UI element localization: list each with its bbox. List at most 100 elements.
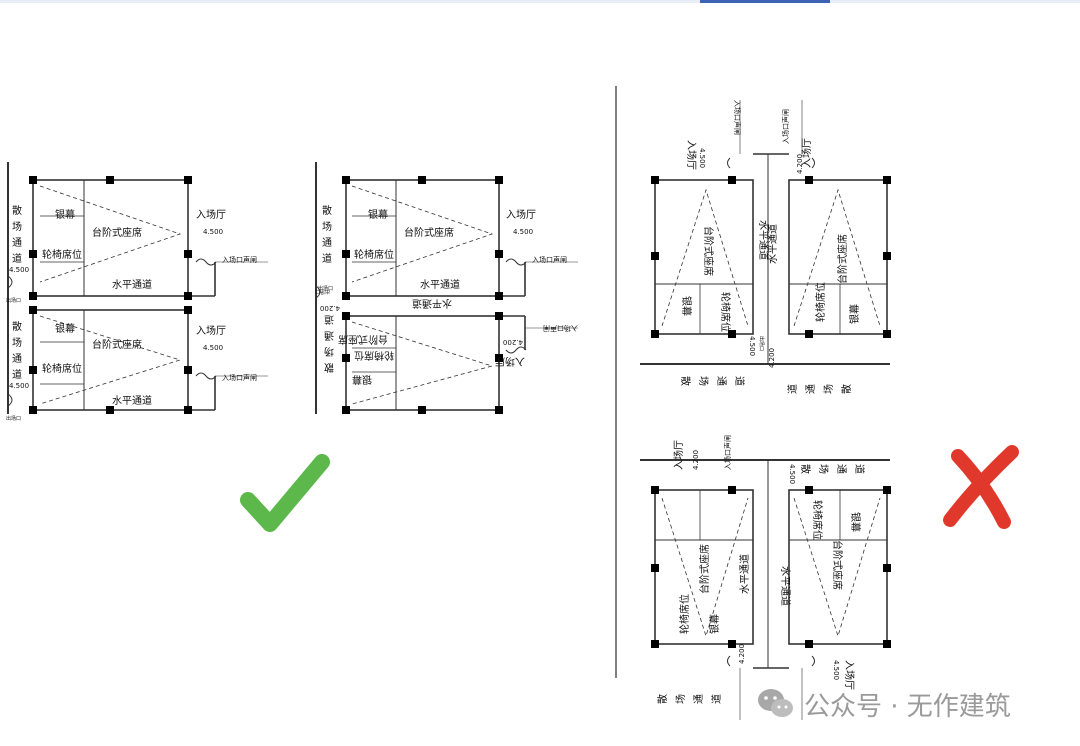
- svg-text:场: 场: [322, 220, 332, 233]
- svg-text:台阶式座席: 台阶式座席: [92, 338, 142, 351]
- plan-c-columns: [651, 176, 891, 338]
- svg-text:银幕: 银幕: [849, 512, 862, 532]
- svg-text:入场厅: 入场厅: [495, 355, 525, 368]
- svg-text:入场厅: 入场厅: [685, 140, 698, 170]
- svg-text:出场口: 出场口: [758, 336, 765, 351]
- check-mark-icon: [240, 454, 330, 532]
- plan-a-columns: [29, 176, 192, 414]
- plan-a-labels: 散 场 通 道 4.500 出场口 银幕 台阶式座席 轮椅席位 入场厅 4.50…: [6, 204, 257, 422]
- svg-text:4.500: 4.500: [203, 344, 223, 352]
- svg-text:台阶式座席: 台阶式座席: [404, 226, 454, 239]
- svg-text:通: 通: [322, 237, 332, 249]
- top-bar: [0, 0, 1080, 3]
- svg-text:出场口: 出场口: [318, 285, 333, 292]
- svg-text:通: 通: [805, 384, 817, 394]
- svg-text:轮椅席位: 轮椅席位: [42, 248, 82, 261]
- svg-text:轮椅席位: 轮椅席位: [354, 349, 394, 362]
- svg-text:入场口声闸: 入场口声闸: [733, 100, 742, 135]
- watermark: 公众号 · 无作建筑: [756, 684, 1011, 724]
- cross-mark-icon: [943, 445, 1019, 529]
- svg-text:场: 场: [324, 345, 334, 358]
- svg-text:入场口声闸: 入场口声闸: [723, 435, 732, 470]
- svg-text:银幕: 银幕: [55, 208, 75, 221]
- svg-text:水平通道: 水平通道: [112, 394, 152, 407]
- svg-text:台阶式座席: 台阶式座席: [92, 226, 142, 239]
- plan-b-columns: [342, 176, 503, 414]
- svg-text:入场口声闸: 入场口声闸: [222, 373, 257, 382]
- svg-text:通: 通: [693, 694, 705, 704]
- svg-text:银幕: 银幕: [352, 373, 372, 386]
- svg-text:场: 场: [697, 376, 710, 386]
- svg-text:4.200: 4.200: [692, 450, 700, 470]
- svg-text:轮椅席位: 轮椅席位: [678, 594, 691, 634]
- svg-text:水平通道: 水平通道: [412, 297, 452, 310]
- svg-text:散: 散: [656, 694, 669, 704]
- svg-text:道: 道: [786, 384, 799, 394]
- svg-text:4.500: 4.500: [698, 148, 706, 168]
- plan-c-labels: 台阶式座席 银幕 轮椅席位 水平通道 入场厅 4.500 入场口声闸 散 场 通…: [679, 100, 861, 394]
- svg-text:4.200: 4.200: [738, 644, 746, 664]
- svg-text:入场厅: 入场厅: [506, 208, 536, 221]
- svg-text:4.500: 4.500: [748, 336, 756, 356]
- svg-text:水平通道: 水平通道: [112, 278, 152, 291]
- svg-text:场: 场: [822, 384, 835, 394]
- svg-text:4.500: 4.500: [788, 464, 796, 484]
- svg-text:通: 通: [324, 329, 334, 341]
- svg-text:出场口: 出场口: [6, 415, 21, 422]
- watermark-text: 公众号 · 无作建筑: [804, 691, 1011, 722]
- svg-text:入场厅: 入场厅: [196, 208, 226, 221]
- svg-text:4.500: 4.500: [203, 228, 223, 236]
- svg-text:入场厅: 入场厅: [672, 440, 685, 470]
- svg-text:水平通道: 水平通道: [738, 554, 751, 594]
- svg-text:水平通道: 水平通道: [779, 566, 792, 606]
- svg-text:散: 散: [12, 204, 22, 217]
- svg-text:4.200: 4.200: [320, 304, 340, 312]
- svg-text:道: 道: [324, 313, 334, 326]
- svg-text:散: 散: [12, 320, 22, 333]
- svg-text:散: 散: [322, 204, 332, 217]
- svg-text:场: 场: [817, 464, 830, 474]
- svg-text:入场口声闸: 入场口声闸: [222, 255, 257, 264]
- wechat-icon: [758, 689, 793, 717]
- svg-text:散: 散: [840, 384, 853, 394]
- svg-text:出场口: 出场口: [6, 297, 21, 304]
- svg-text:通: 通: [12, 237, 22, 249]
- svg-text:散: 散: [324, 361, 334, 374]
- svg-text:水平通道: 水平通道: [757, 220, 770, 260]
- svg-text:入场厅: 入场厅: [843, 660, 856, 690]
- svg-text:散: 散: [679, 376, 692, 386]
- svg-text:4.200: 4.200: [768, 348, 776, 368]
- svg-text:道: 道: [733, 376, 746, 386]
- plan-d-labels: 台阶式座席 银幕 轮椅席位 水平通道 散 场 通 道 4.200 入场厅 4.2…: [656, 435, 866, 704]
- svg-text:入场口声闸: 入场口声闸: [781, 109, 790, 144]
- top-bar-accent: [700, 0, 830, 3]
- svg-text:入场口声闸: 入场口声闸: [532, 255, 567, 264]
- svg-text:4.500: 4.500: [9, 382, 29, 390]
- svg-text:银幕: 银幕: [55, 322, 75, 335]
- svg-text:轮椅席位: 轮椅席位: [42, 362, 82, 375]
- svg-text:银幕: 银幕: [680, 296, 693, 316]
- svg-text:4.200: 4.200: [796, 154, 804, 174]
- svg-text:轮椅席位: 轮椅席位: [811, 500, 824, 540]
- svg-text:入场口声闸: 入场口声闸: [543, 324, 578, 333]
- svg-text:出场口: 出场口: [315, 288, 330, 295]
- svg-text:轮椅席位: 轮椅席位: [814, 282, 827, 322]
- svg-text:通: 通: [835, 464, 847, 474]
- svg-text:水平通道: 水平通道: [766, 224, 779, 264]
- svg-text:银幕: 银幕: [708, 614, 721, 634]
- svg-text:台阶式座席: 台阶式座席: [836, 234, 849, 284]
- svg-text:4.500: 4.500: [832, 660, 840, 680]
- svg-text:银幕: 银幕: [848, 304, 861, 324]
- svg-text:道: 道: [710, 694, 723, 704]
- svg-text:场: 场: [12, 336, 22, 349]
- svg-text:4.200: 4.200: [503, 338, 523, 346]
- plan-d-columns: [651, 486, 891, 648]
- svg-text:台阶式座席: 台阶式座席: [702, 226, 715, 276]
- svg-text:散: 散: [799, 464, 812, 474]
- plan-b-labels: 散 场 通 道 出场口 银幕 台阶式座席 轮椅席位 入场厅 4.500 入场口声…: [315, 204, 578, 386]
- svg-text:道: 道: [12, 368, 22, 381]
- svg-text:道: 道: [322, 252, 332, 265]
- svg-text:通: 通: [715, 376, 727, 386]
- svg-text:轮椅席位: 轮椅席位: [354, 248, 394, 261]
